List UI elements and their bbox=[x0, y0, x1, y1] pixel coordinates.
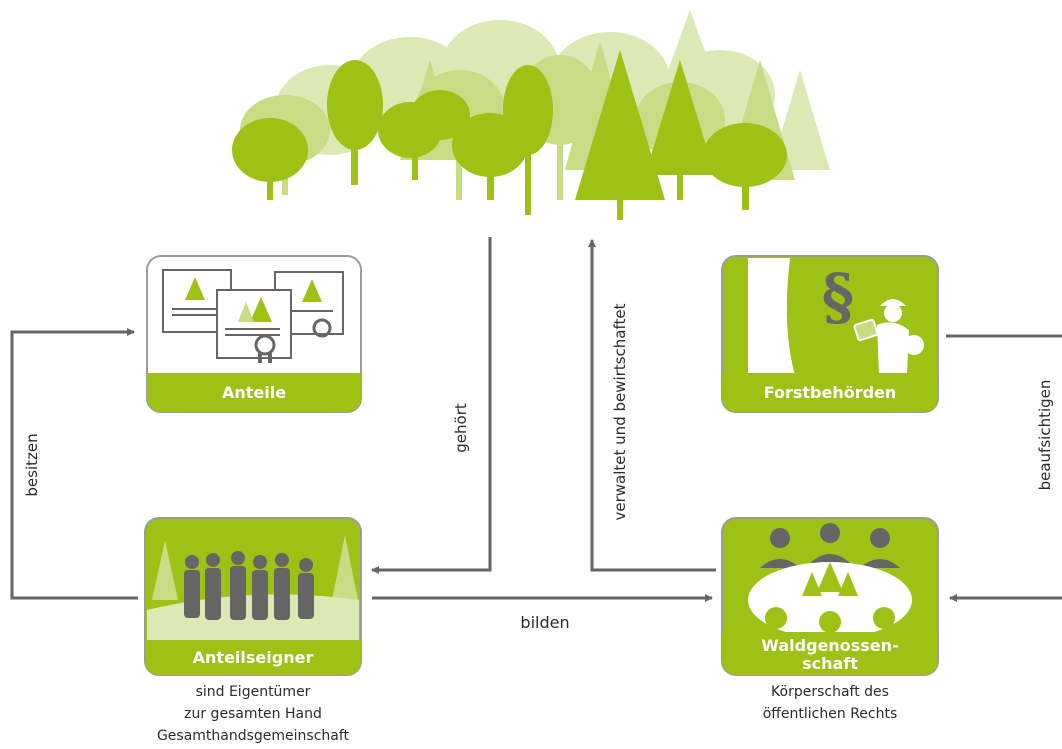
assembly-icon bbox=[748, 523, 912, 638]
anteilseigner-caption: sind Eigentümer zur gesamten Hand Gesamt… bbox=[157, 684, 350, 744]
waldgenossenschaft-caption-line-1: Körperschaft des bbox=[771, 684, 889, 700]
waldgenossenschaft-title-line-1: Waldgenossen- bbox=[761, 636, 898, 655]
waldgenossenschaft-title-line-2: schaft bbox=[802, 654, 858, 673]
forester-icon: § bbox=[748, 258, 924, 375]
label-verwaltet: verwaltet und bewirtschaftet bbox=[611, 303, 629, 520]
forstbehoerden-title: Forstbehörden bbox=[764, 383, 897, 402]
label-bilden: bilden bbox=[520, 613, 569, 632]
certificates-icon bbox=[162, 269, 344, 363]
label-beaufsichtigen: beaufsichtigen bbox=[1036, 380, 1054, 491]
card-waldgenossenschaft: Waldgenossen- schaft bbox=[721, 517, 939, 676]
forest-illustration bbox=[232, 10, 830, 220]
card-forstbehoerden: § Forstbehörden bbox=[721, 255, 939, 413]
anteilseigner-title: Anteilseigner bbox=[193, 648, 314, 667]
people-group-icon bbox=[147, 535, 359, 640]
card-anteile: Anteile bbox=[146, 255, 362, 413]
arrow-verwaltet bbox=[588, 239, 716, 572]
waldgenossenschaft-caption: Körperschaft des öffentlichen Rechts bbox=[763, 684, 898, 722]
paragraph-icon: § bbox=[822, 260, 854, 333]
anteilseigner-caption-line-2: zur gesamten Hand bbox=[184, 706, 322, 722]
anteilseigner-caption-line-1: sind Eigentümer bbox=[196, 684, 311, 700]
label-besitzen: besitzen bbox=[23, 433, 41, 496]
card-anteilseigner: Anteilseigner bbox=[144, 517, 362, 676]
connectors bbox=[10, 237, 1062, 602]
anteilseigner-caption-line-3: Gesamthandsgemeinschaft bbox=[157, 728, 350, 744]
waldgenossenschaft-caption-line-2: öffentlichen Rechts bbox=[763, 706, 898, 722]
arrow-besitzen bbox=[10, 328, 138, 600]
anteile-title: Anteile bbox=[222, 383, 286, 402]
label-gehoert: gehört bbox=[452, 403, 470, 453]
arrow-gehoert bbox=[371, 237, 492, 574]
